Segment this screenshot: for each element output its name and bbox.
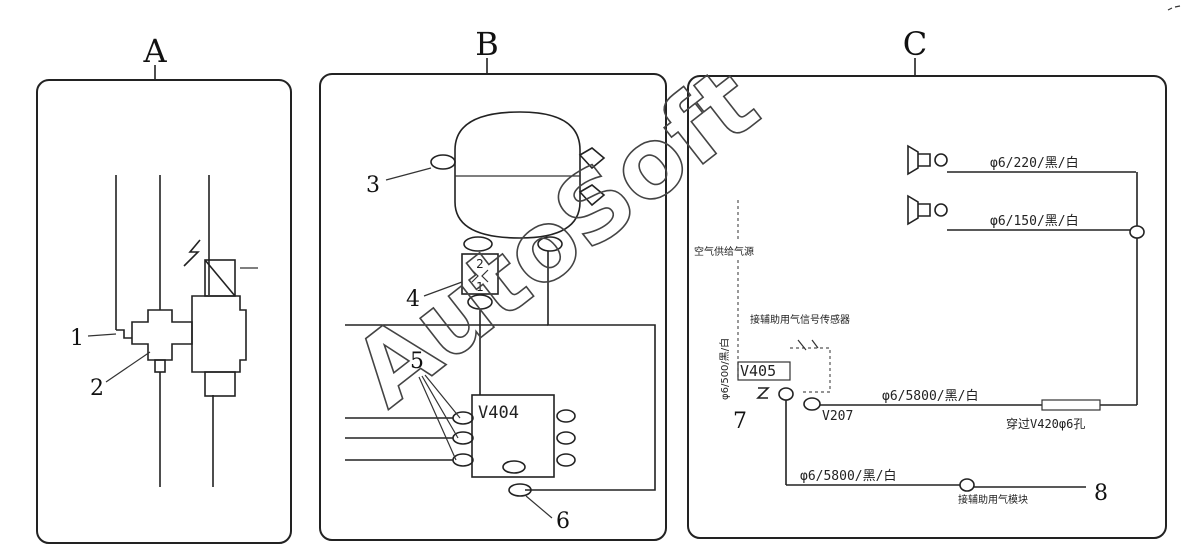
v404-port-outlet: [508, 483, 532, 497]
line-top-label: φ6/220/黑/白: [990, 155, 1079, 171]
v404-label: V404: [478, 403, 519, 423]
leader-3: [385, 167, 432, 181]
tank-valve-lower: [578, 184, 606, 207]
v207-port: [803, 397, 821, 411]
v404-port-r3: [556, 453, 576, 467]
watermark-logo: AutoSoft: [333, 46, 778, 428]
solenoid-valve-body: [191, 295, 247, 373]
sensor-outline: [790, 347, 831, 393]
callout-8: 8: [1094, 481, 1108, 506]
grommet-v420: [1041, 399, 1101, 411]
leader-1: [87, 333, 117, 337]
callout-3: 3: [366, 173, 380, 198]
leader-2: [105, 351, 151, 383]
v404-port-r2: [556, 431, 576, 445]
valve-outlet: [204, 371, 236, 397]
horn-lower-port: [934, 203, 948, 217]
module-port: [959, 478, 975, 492]
v405-box: [737, 361, 791, 381]
panel-c-letter: C: [903, 25, 927, 63]
v405-label: V405: [740, 362, 776, 380]
panel-b: B 2 1 V404 3 4: [319, 25, 667, 541]
solenoid-coil: [204, 259, 236, 297]
panel-a-frame: [36, 79, 292, 544]
check-valve-port-1: 1: [476, 280, 484, 294]
panel-a: A 1 2: [36, 32, 292, 544]
junction-right: [1129, 225, 1145, 239]
line-bottom-label: φ6/5800/黑/白: [800, 468, 896, 484]
leader-5c: [418, 376, 457, 461]
horn-lower-icon: [907, 194, 931, 226]
tank-port-bottom-left: [463, 236, 493, 252]
callout-7: 7: [733, 409, 747, 434]
callout-5: 5: [410, 349, 424, 374]
feed-label: 空气供给气源: [694, 245, 754, 258]
tank-port-bottom-right: [537, 236, 563, 252]
panel-b-letter: B: [475, 25, 499, 63]
horn-upper-icon: [907, 144, 931, 176]
leader-4: [423, 281, 463, 297]
line-second-label: φ6/150/黑/白: [990, 213, 1079, 229]
tank-port-left: [430, 154, 456, 170]
check-valve-symbol: [471, 269, 489, 283]
v404-port-bottom-inner: [502, 460, 526, 474]
tee-fitting: [131, 309, 193, 361]
pipe-b-return: [525, 251, 656, 491]
callout-4: 4: [406, 287, 420, 312]
air-tank: [454, 111, 581, 239]
v207-label: V207: [822, 409, 853, 424]
pass-through-label: 穿过V420φ6孔: [1006, 416, 1085, 431]
electric-bolt-icon: [183, 239, 201, 267]
tee-branch: [116, 329, 132, 339]
v405-symbol: [756, 387, 770, 399]
leader-5a: [424, 374, 461, 419]
vertical-pipe-label: φ6/500/黑/白: [718, 338, 731, 400]
sensor-label: 接辅助用气信号传感器: [750, 313, 850, 326]
v405-port: [778, 387, 794, 401]
panel-a-letter: A: [142, 32, 167, 70]
panel-c-frame: [687, 75, 1167, 539]
callout-2: 2: [90, 376, 104, 401]
leader-5b: [421, 375, 459, 439]
module-label: 接辅助用气模块: [958, 493, 1028, 506]
callout-1: 1: [70, 326, 84, 351]
check-valve-port-2: 2: [476, 257, 484, 271]
check-valve-4: [461, 253, 499, 295]
callout-6: 6: [556, 509, 570, 534]
line-mid-label: φ6/5800/黑/白: [882, 388, 978, 404]
panel-c: C φ6/220/黑/白 φ6/150/黑/白 空气供给气源 φ6/500/黑/…: [687, 25, 1167, 539]
v404-port-r1: [556, 409, 576, 423]
corner-mark: [1167, 5, 1181, 11]
tank-valve-upper: [578, 147, 606, 170]
panel-b-frame: [319, 73, 667, 541]
coil-hatch: [204, 259, 236, 297]
horn-upper-port: [934, 153, 948, 167]
tee-nipple: [154, 359, 166, 373]
sensor-leads: [797, 339, 819, 351]
leader-6: [525, 495, 553, 519]
